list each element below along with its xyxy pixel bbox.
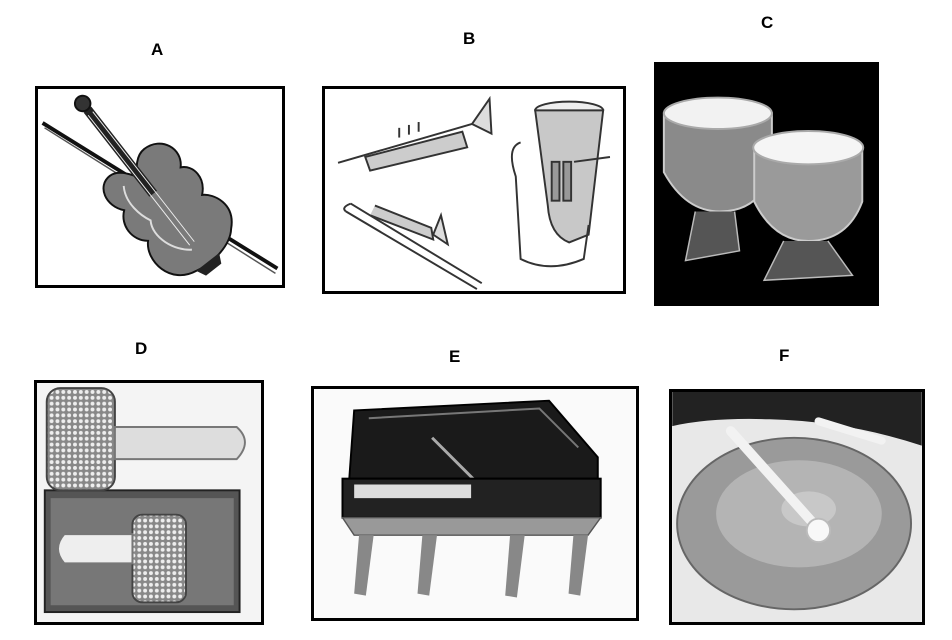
label-e: E (449, 347, 461, 366)
panel-d-cabasa (34, 380, 264, 625)
violin-with-bow-image (41, 94, 279, 277)
panel-e-harpsichord (311, 386, 639, 621)
label-f: F (779, 346, 790, 365)
harpsichord-image (315, 389, 635, 618)
trumpet-trombone-tuba-image (337, 95, 611, 290)
cabasa-shakers-image (37, 383, 261, 622)
timpani-drums-image (656, 64, 877, 304)
panel-c-timpani (654, 62, 879, 306)
panel-a-violin (35, 86, 285, 288)
label-b: B (463, 29, 476, 48)
label-a: A (151, 40, 164, 59)
label-d: D (135, 339, 148, 358)
panel-b-brass (322, 86, 626, 294)
label-c: C (761, 13, 774, 32)
panel-f-cymbal (669, 389, 925, 625)
cymbal-with-mallet-image (672, 392, 922, 622)
